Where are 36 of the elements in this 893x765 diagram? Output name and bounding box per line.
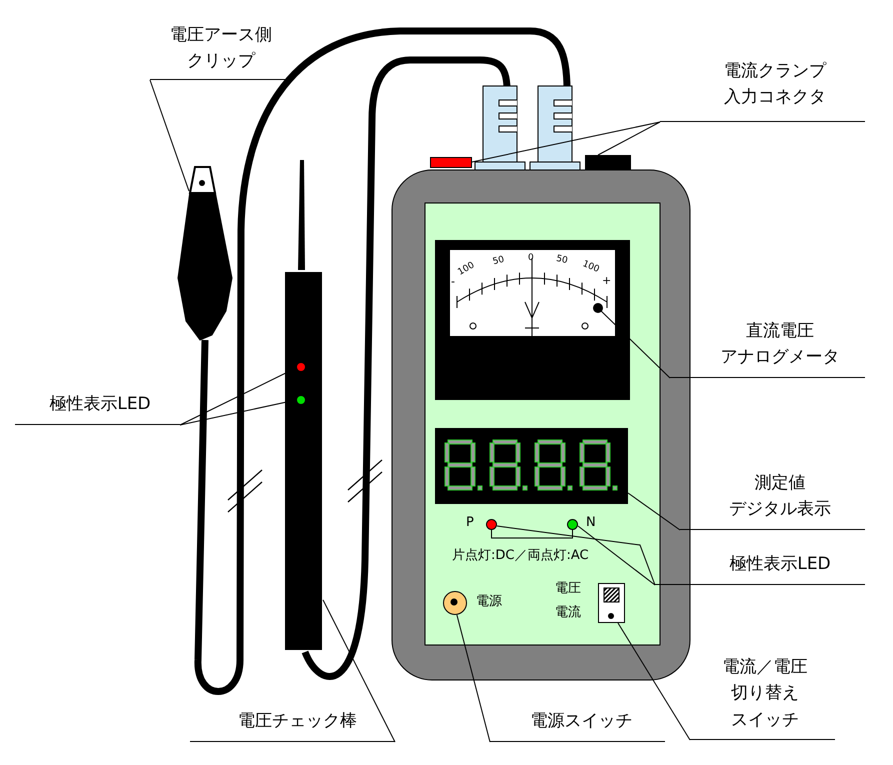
scale-number: 100 — [580, 260, 600, 275]
callout-label: 測定値 デジタル表示 — [680, 470, 865, 530]
switch-label: 電源 — [476, 595, 502, 608]
callout-label: 電圧チェック棒 — [190, 708, 395, 742]
leader-line — [472, 122, 660, 162]
input-connector — [585, 155, 631, 170]
leader-line — [322, 599, 396, 742]
slide-switch — [598, 583, 625, 623]
position-label: 電圧 — [555, 582, 581, 595]
digital-display — [435, 428, 628, 504]
leader-line — [628, 492, 680, 530]
callout-label: 極性表示LED — [15, 391, 180, 425]
callout-label: 電流／電圧 切り替え スイッチ — [690, 654, 835, 740]
leader-line — [617, 622, 690, 740]
bracket-line — [491, 530, 573, 538]
input-connector — [430, 157, 472, 168]
callout-label: 電流クランプ 入力コネクタ — [660, 58, 865, 122]
leader-line — [150, 80, 190, 192]
scale-number: 50 — [492, 256, 506, 268]
polarity-mark: N — [586, 516, 596, 529]
leader-line — [456, 614, 490, 742]
callout-label: 電圧アース側 クリップ — [150, 22, 288, 80]
polarity-mark: P — [466, 516, 474, 529]
callout-label: 極性表示LED — [655, 551, 865, 585]
scale-number: 100 — [456, 261, 476, 278]
position-label: 電流 — [555, 606, 581, 619]
callout-label: 直流電圧 アナログメータ — [670, 318, 865, 378]
scale-sign: + — [602, 275, 612, 286]
callout-label: 電源スイッチ — [490, 708, 665, 742]
leader-line — [578, 526, 656, 586]
scale-number: 50 — [555, 254, 568, 266]
scale-sign: - — [451, 276, 455, 287]
note-text: 片点灯:DC／両点灯:AC — [452, 549, 589, 562]
leader-line — [598, 122, 660, 156]
analog-meter — [435, 240, 630, 400]
leader-line — [496, 526, 656, 586]
